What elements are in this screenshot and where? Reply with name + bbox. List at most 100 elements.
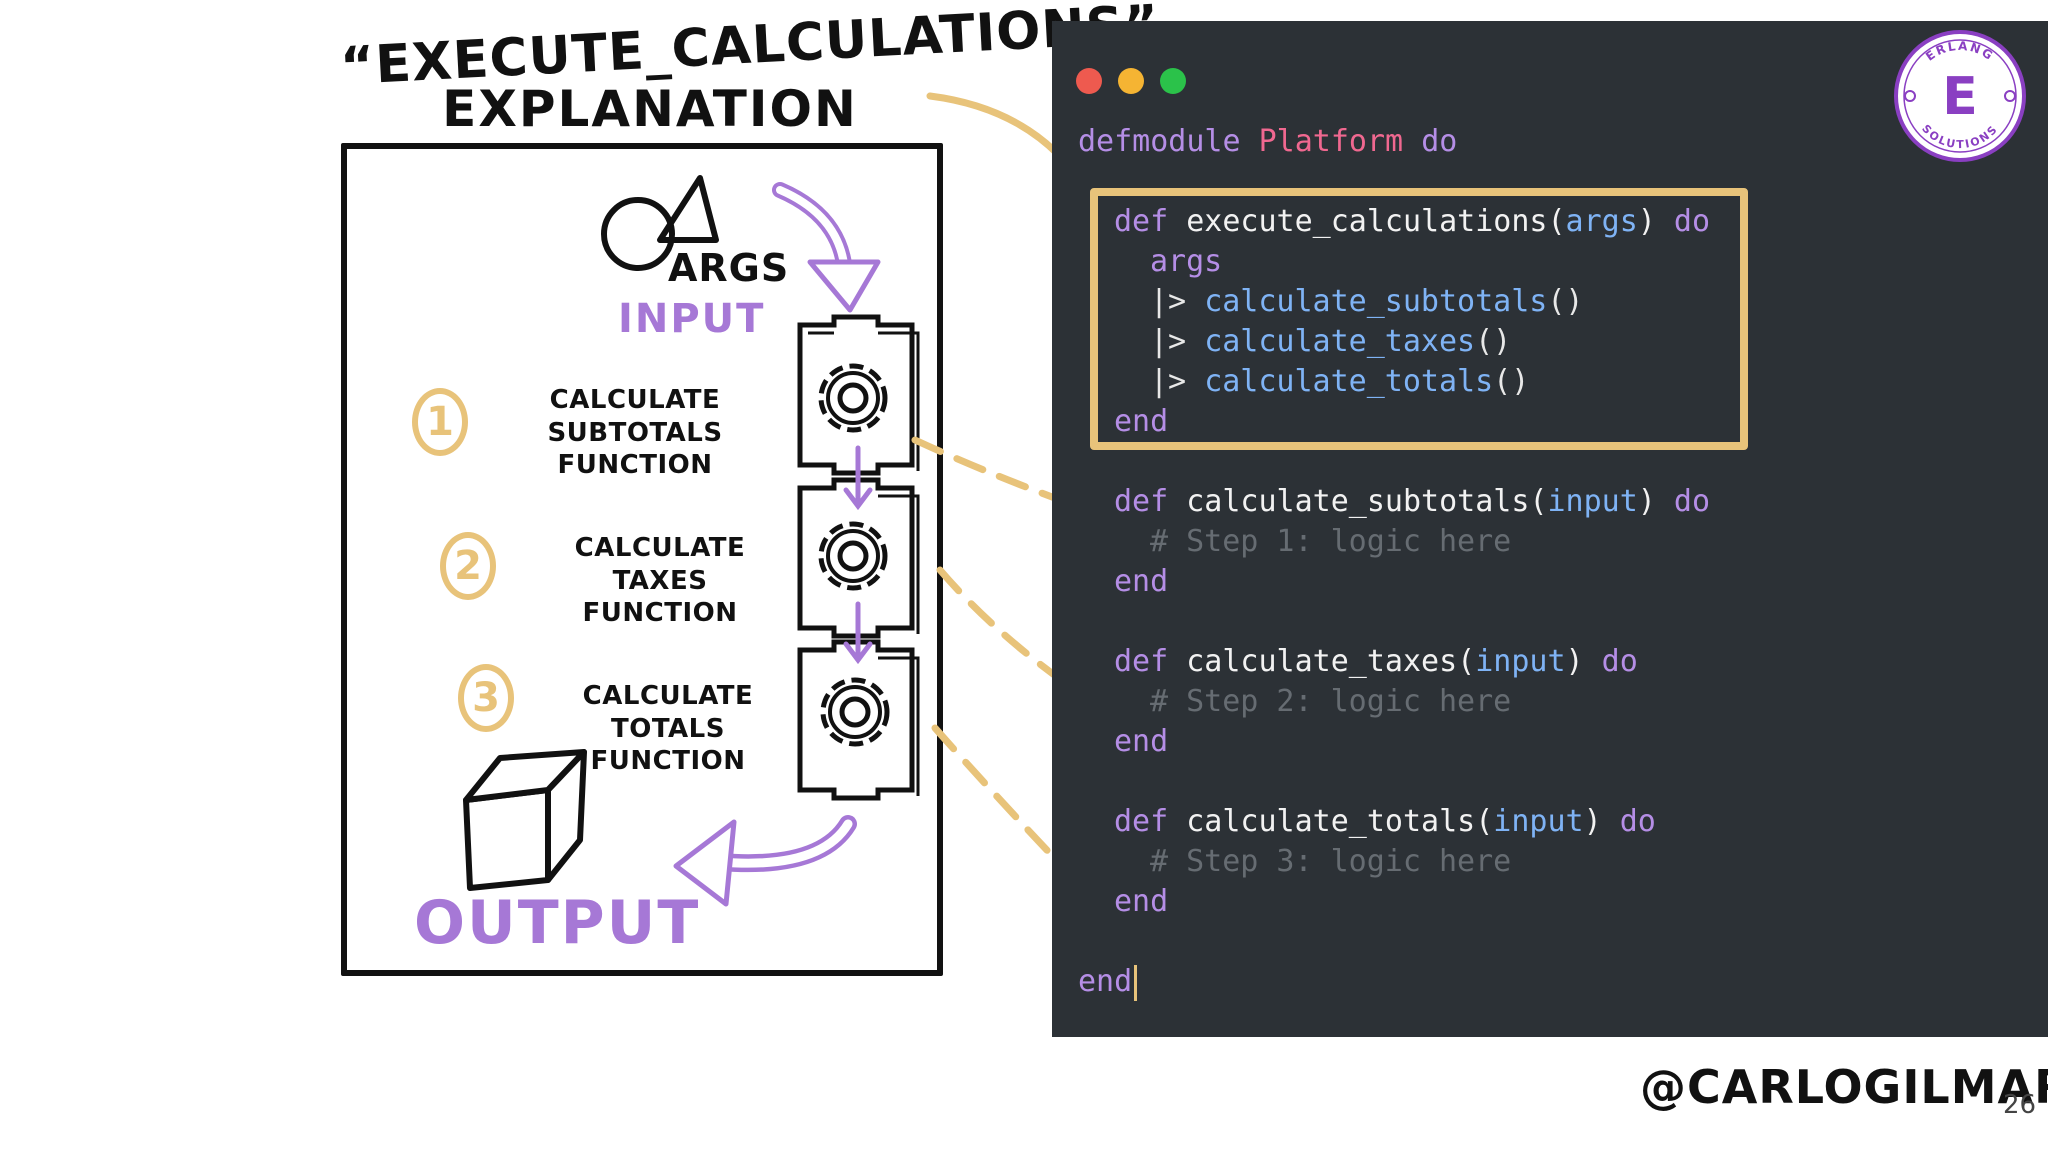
connector-subtotals — [911, 436, 1064, 504]
fn-calculate-subtotals: calculate_subtotals( — [1186, 484, 1548, 519]
slide-title: “EXECUTE_CALCULATIONS” EXPLANATION — [339, 0, 1161, 138]
arg-input: input — [1493, 804, 1584, 839]
var-args: args — [1150, 244, 1223, 279]
args-circle-icon — [601, 197, 675, 271]
parens: () — [1475, 324, 1512, 359]
parens: () — [1493, 364, 1530, 399]
title-line-2: EXPLANATION — [442, 79, 858, 138]
code-line-end-execute: end — [1114, 404, 1168, 439]
function-block-1 — [797, 314, 920, 476]
step-number-3: 3 — [458, 664, 514, 732]
erlang-solutions-logo: ERLANG SOLUTIONS E — [1894, 30, 2026, 162]
kw-end: end — [1078, 964, 1133, 999]
step-number-2: 2 — [440, 532, 496, 600]
step-label-2: CALCULATE TAXES FUNCTION — [528, 532, 792, 630]
step-1-line-1: CALCULATE SUBTOTALS — [547, 385, 723, 448]
text-cursor — [1134, 964, 1138, 1001]
kw-def: def — [1114, 644, 1169, 679]
flow-arrow-2-icon — [843, 601, 873, 665]
step-number-1: 1 — [412, 388, 468, 456]
call-calculate-totals: calculate_totals — [1204, 364, 1494, 399]
arg-args: args — [1565, 204, 1638, 239]
step-3-line-2: FUNCTION — [590, 746, 746, 776]
code-line-end-subtotals: end — [1114, 564, 1168, 599]
step-label-3: CALCULATE TOTALS FUNCTION — [540, 680, 796, 778]
kw-do: do — [1673, 204, 1711, 239]
comment-step-1: # Step 1: logic here — [1150, 524, 1512, 559]
code-line-def-subtotals: def calculate_subtotals(input) do — [1114, 484, 1710, 519]
window-close-dot[interactable] — [1076, 68, 1102, 94]
code-line-def-totals: def calculate_totals(input) do — [1114, 804, 1656, 839]
kw-defmodule: defmodule — [1078, 124, 1241, 159]
kw-def: def — [1114, 204, 1169, 239]
connector-taxes — [936, 566, 1094, 704]
function-block-3 — [797, 639, 920, 801]
fn-calculate-taxes: calculate_taxes( — [1186, 644, 1476, 679]
kw-def: def — [1114, 804, 1169, 839]
fn-calculate-totals: calculate_totals( — [1186, 804, 1494, 839]
step-3-line-1: CALCULATE TOTALS — [582, 681, 754, 744]
code-line-end-totals: end — [1114, 884, 1168, 919]
close-paren: ) — [1637, 204, 1656, 239]
parens: () — [1547, 284, 1584, 319]
code-line-def-execute: def execute_calculations(args) do — [1114, 204, 1710, 239]
page-number: 26 — [2003, 1090, 2037, 1120]
pipe-operator: |> — [1150, 284, 1187, 319]
logo-letter: E — [1942, 67, 1978, 127]
args-triangle-icon — [657, 175, 719, 243]
kw-end: end — [1114, 884, 1169, 919]
code-line-end-module[interactable]: end — [1078, 964, 1138, 1001]
code-line-pipe-subtotals: |> calculate_subtotals() — [1150, 284, 1583, 319]
input-arrow-icon — [772, 182, 881, 313]
connector-totals — [931, 724, 1079, 884]
arg-input: input — [1547, 484, 1638, 519]
window-maximize-dot[interactable] — [1160, 68, 1186, 94]
gear-icon-2 — [818, 521, 888, 591]
flow-arrow-1-icon — [843, 445, 873, 511]
kw-def: def — [1114, 484, 1169, 519]
output-label: OUTPUT — [414, 888, 701, 958]
pipe-operator: |> — [1150, 324, 1187, 359]
output-arrow-icon — [673, 815, 857, 907]
kw-do: do — [1421, 124, 1458, 159]
code-line-end-taxes: end — [1114, 724, 1168, 759]
args-label: ARGS — [668, 246, 790, 290]
kw-do: do — [1619, 804, 1656, 839]
code-line-def-taxes: def calculate_taxes(input) do — [1114, 644, 1638, 679]
close-paren: ) — [1565, 644, 1584, 679]
comment-step-2: # Step 2: logic here — [1150, 684, 1512, 719]
code-line-comment-2: # Step 2: logic here — [1150, 684, 1511, 719]
comment-step-3: # Step 3: logic here — [1150, 844, 1512, 879]
close-paren: ) — [1583, 804, 1602, 839]
step-1-line-2: FUNCTION — [557, 450, 713, 480]
step-2-line-2: FUNCTION — [582, 598, 738, 628]
kw-end: end — [1114, 404, 1169, 439]
code-line-comment-1: # Step 1: logic here — [1150, 524, 1511, 559]
call-calculate-subtotals: calculate_subtotals — [1204, 284, 1548, 319]
code-line-pipe-taxes: |> calculate_taxes() — [1150, 324, 1511, 359]
module-name: Platform — [1258, 124, 1404, 159]
code-line-pipe-totals: |> calculate_totals() — [1150, 364, 1529, 399]
input-label: INPUT — [618, 296, 766, 342]
gear-icon-3 — [820, 677, 890, 747]
pipe-operator: |> — [1150, 364, 1187, 399]
window-minimize-dot[interactable] — [1118, 68, 1144, 94]
output-cube-icon — [463, 749, 587, 891]
kw-do: do — [1601, 644, 1638, 679]
gear-icon-1 — [818, 363, 888, 433]
fn-execute-calculations: execute_calculations( — [1186, 204, 1566, 239]
kw-do: do — [1673, 484, 1711, 519]
arg-input: input — [1475, 644, 1566, 679]
author-handle: @CARLOGILMAR — [1640, 1060, 2048, 1114]
code-line-defmodule: defmodule Platform do — [1078, 124, 1457, 159]
kw-end: end — [1114, 724, 1169, 759]
kw-end: end — [1114, 564, 1169, 599]
step-2-line-1: CALCULATE TAXES — [574, 533, 746, 596]
close-paren: ) — [1637, 484, 1656, 519]
code-line-args: args — [1150, 244, 1222, 279]
call-calculate-taxes: calculate_taxes — [1204, 324, 1476, 359]
function-block-2 — [797, 477, 920, 639]
step-label-1: CALCULATE SUBTOTALS FUNCTION — [480, 384, 790, 482]
code-line-comment-3: # Step 3: logic here — [1150, 844, 1511, 879]
